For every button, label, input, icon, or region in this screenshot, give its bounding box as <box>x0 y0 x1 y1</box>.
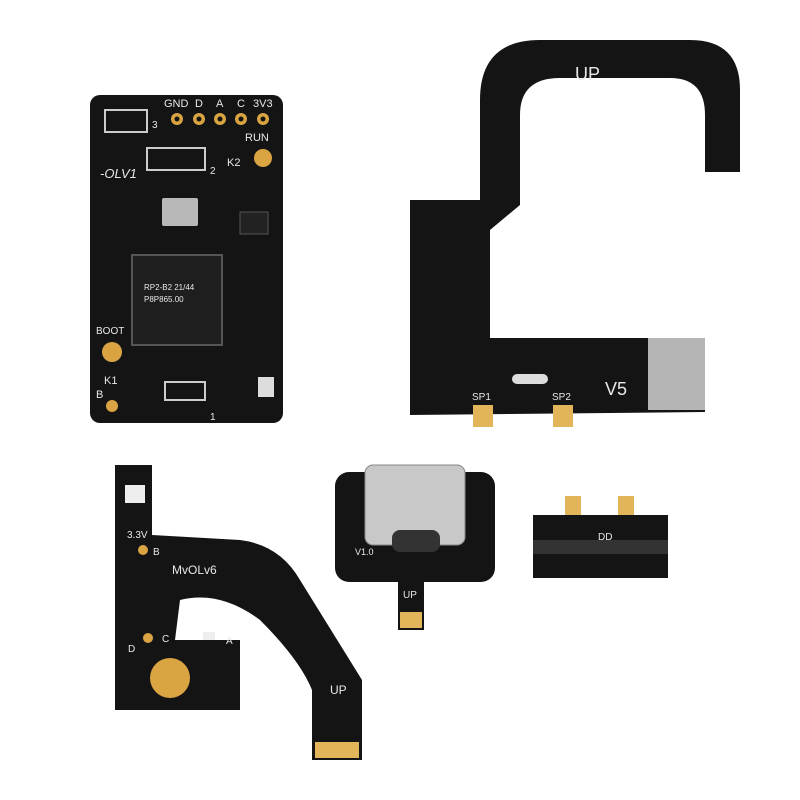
pin-c: C <box>237 98 245 110</box>
pad-c <box>143 633 153 643</box>
led <box>258 377 274 397</box>
sp2-label: SP2 <box>552 392 571 403</box>
k2-label: K2 <box>227 157 240 169</box>
name-label: MvOLv6 <box>172 563 217 577</box>
contacts <box>315 742 359 758</box>
flex-up-board: UP SP1 SP2 V5 <box>410 40 740 427</box>
brand-label: -OLV1 <box>100 166 137 181</box>
tab-right <box>618 496 634 518</box>
chip-text-1: RP2-B2 21/44 <box>144 283 195 292</box>
stripe <box>533 540 668 554</box>
boot-label: BOOT <box>96 326 124 337</box>
pin-d: D <box>195 98 203 110</box>
small-board-label: DD <box>598 532 612 543</box>
connector-1-label: 1 <box>210 412 216 423</box>
connector-2 <box>146 147 206 171</box>
sp1-pad <box>473 405 493 427</box>
flash-chip <box>239 211 269 235</box>
up-label: UP <box>575 64 600 84</box>
connector-3 <box>104 109 148 133</box>
silver-pad <box>648 338 705 410</box>
d-label: D <box>128 644 135 655</box>
connector-3-label: 3 <box>152 120 158 131</box>
pad-3v3 <box>125 485 145 503</box>
usbc-board: V1.0 UP <box>335 464 495 630</box>
c-label: C <box>162 634 169 645</box>
b-pad <box>106 400 118 412</box>
k1-label: K1 <box>104 375 117 387</box>
large-pad <box>150 658 190 698</box>
tab-left <box>565 496 581 518</box>
pad-a <box>203 632 215 640</box>
pin-3v3: 3V3 <box>253 98 273 110</box>
sp1-label: SP1 <box>472 392 491 403</box>
mvolv6-board: 3.3V B MvOLv6 C D A UP <box>115 465 362 760</box>
up-label-mv: UP <box>330 683 347 697</box>
up-label-usbc: UP <box>403 590 417 601</box>
pad-b <box>138 545 148 555</box>
main-board: GND D A C 3V3 3 2 RUN K2 -OLV1 RP2-B2 21… <box>90 95 283 423</box>
pin-a: A <box>216 98 224 110</box>
oval-pad <box>512 374 548 384</box>
crystal <box>162 198 198 226</box>
connector-2-label: 2 <box>210 166 216 177</box>
version-label: V5 <box>605 379 627 399</box>
small-board: DD <box>533 496 668 578</box>
pin-gnd: GND <box>164 98 189 110</box>
usbc-contacts <box>400 612 422 628</box>
a-label: A <box>226 636 233 647</box>
voltage-label: 3.3V <box>127 530 148 541</box>
version-label-usbc: V1.0 <box>355 547 374 557</box>
connector-1 <box>164 381 206 401</box>
b-label: B <box>96 389 103 401</box>
chip-text-2: P8P865.00 <box>144 295 184 304</box>
rp2040-chip <box>131 254 223 346</box>
b-label: B <box>153 547 160 558</box>
sp2-pad <box>553 405 573 427</box>
k2-pad <box>254 149 272 167</box>
run-label: RUN <box>245 132 269 144</box>
k1-pad <box>102 342 122 362</box>
usbc-port <box>392 530 440 552</box>
